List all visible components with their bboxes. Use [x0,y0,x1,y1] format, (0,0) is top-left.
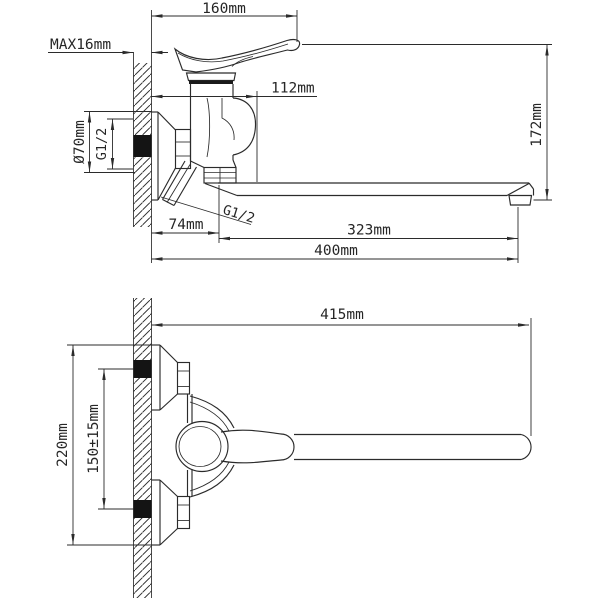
handle-plan [175,420,295,473]
dimension-150: 150±15mm [86,368,134,510]
dimension-max16: MAX16mm [48,37,168,55]
dimension-diameter70: Ø70mm [72,111,152,173]
dim-label-400: 400mm [314,243,358,259]
spout-side [203,166,535,206]
dim-label-g12-wall: G1/2 [94,128,110,161]
view-side-elevation: 160mm MAX16mm 112mm Ø70mm G1/2 [48,1,552,263]
wall-section-side [133,10,152,263]
wall-anchor-fitting [133,135,152,157]
dimension-74: 74mm [151,185,220,243]
dimension-172: 172mm [302,44,552,201]
dimension-323: 323mm [219,207,519,263]
diverter-outlet-tube [162,160,197,207]
dim-label-172: 172mm [529,103,545,147]
dim-label-220: 220mm [55,423,71,467]
dimension-400: 400mm [151,243,518,261]
view-plan: 415mm 220mm 150±15mm [55,298,532,598]
dim-label-112: 112mm [271,81,315,97]
faucet-body-side [185,72,257,169]
wall-section-plan [133,298,152,598]
faucet-body-plan [186,394,235,498]
dim-label-g12-spout: G1/2 [221,202,257,227]
dimension-160: 160mm [151,1,298,42]
dim-label-415: 415mm [320,307,364,323]
dim-label-max16: MAX16mm [50,37,111,53]
dim-label-150: 150±15mm [86,404,102,474]
handle-lever-side [173,38,301,73]
dim-label-160: 160mm [202,1,246,17]
escutcheon-plan-lower [151,479,191,546]
spout-plan [294,433,532,461]
dimension-220: 220mm [55,344,160,546]
dimension-415: 415mm [151,307,532,436]
dim-label-323: 323mm [347,223,391,239]
escutcheon-side [151,111,192,201]
dim-label-d70: Ø70mm [72,120,88,164]
wall-anchor-fitting-bottom [133,500,152,518]
escutcheon-plan-upper [151,344,191,411]
dimension-g12-wall: G1/2 [94,118,133,170]
dimension-112: 112mm [151,81,317,182]
wall-anchor-fitting-top [133,360,152,378]
dim-label-74: 74mm [169,217,204,233]
